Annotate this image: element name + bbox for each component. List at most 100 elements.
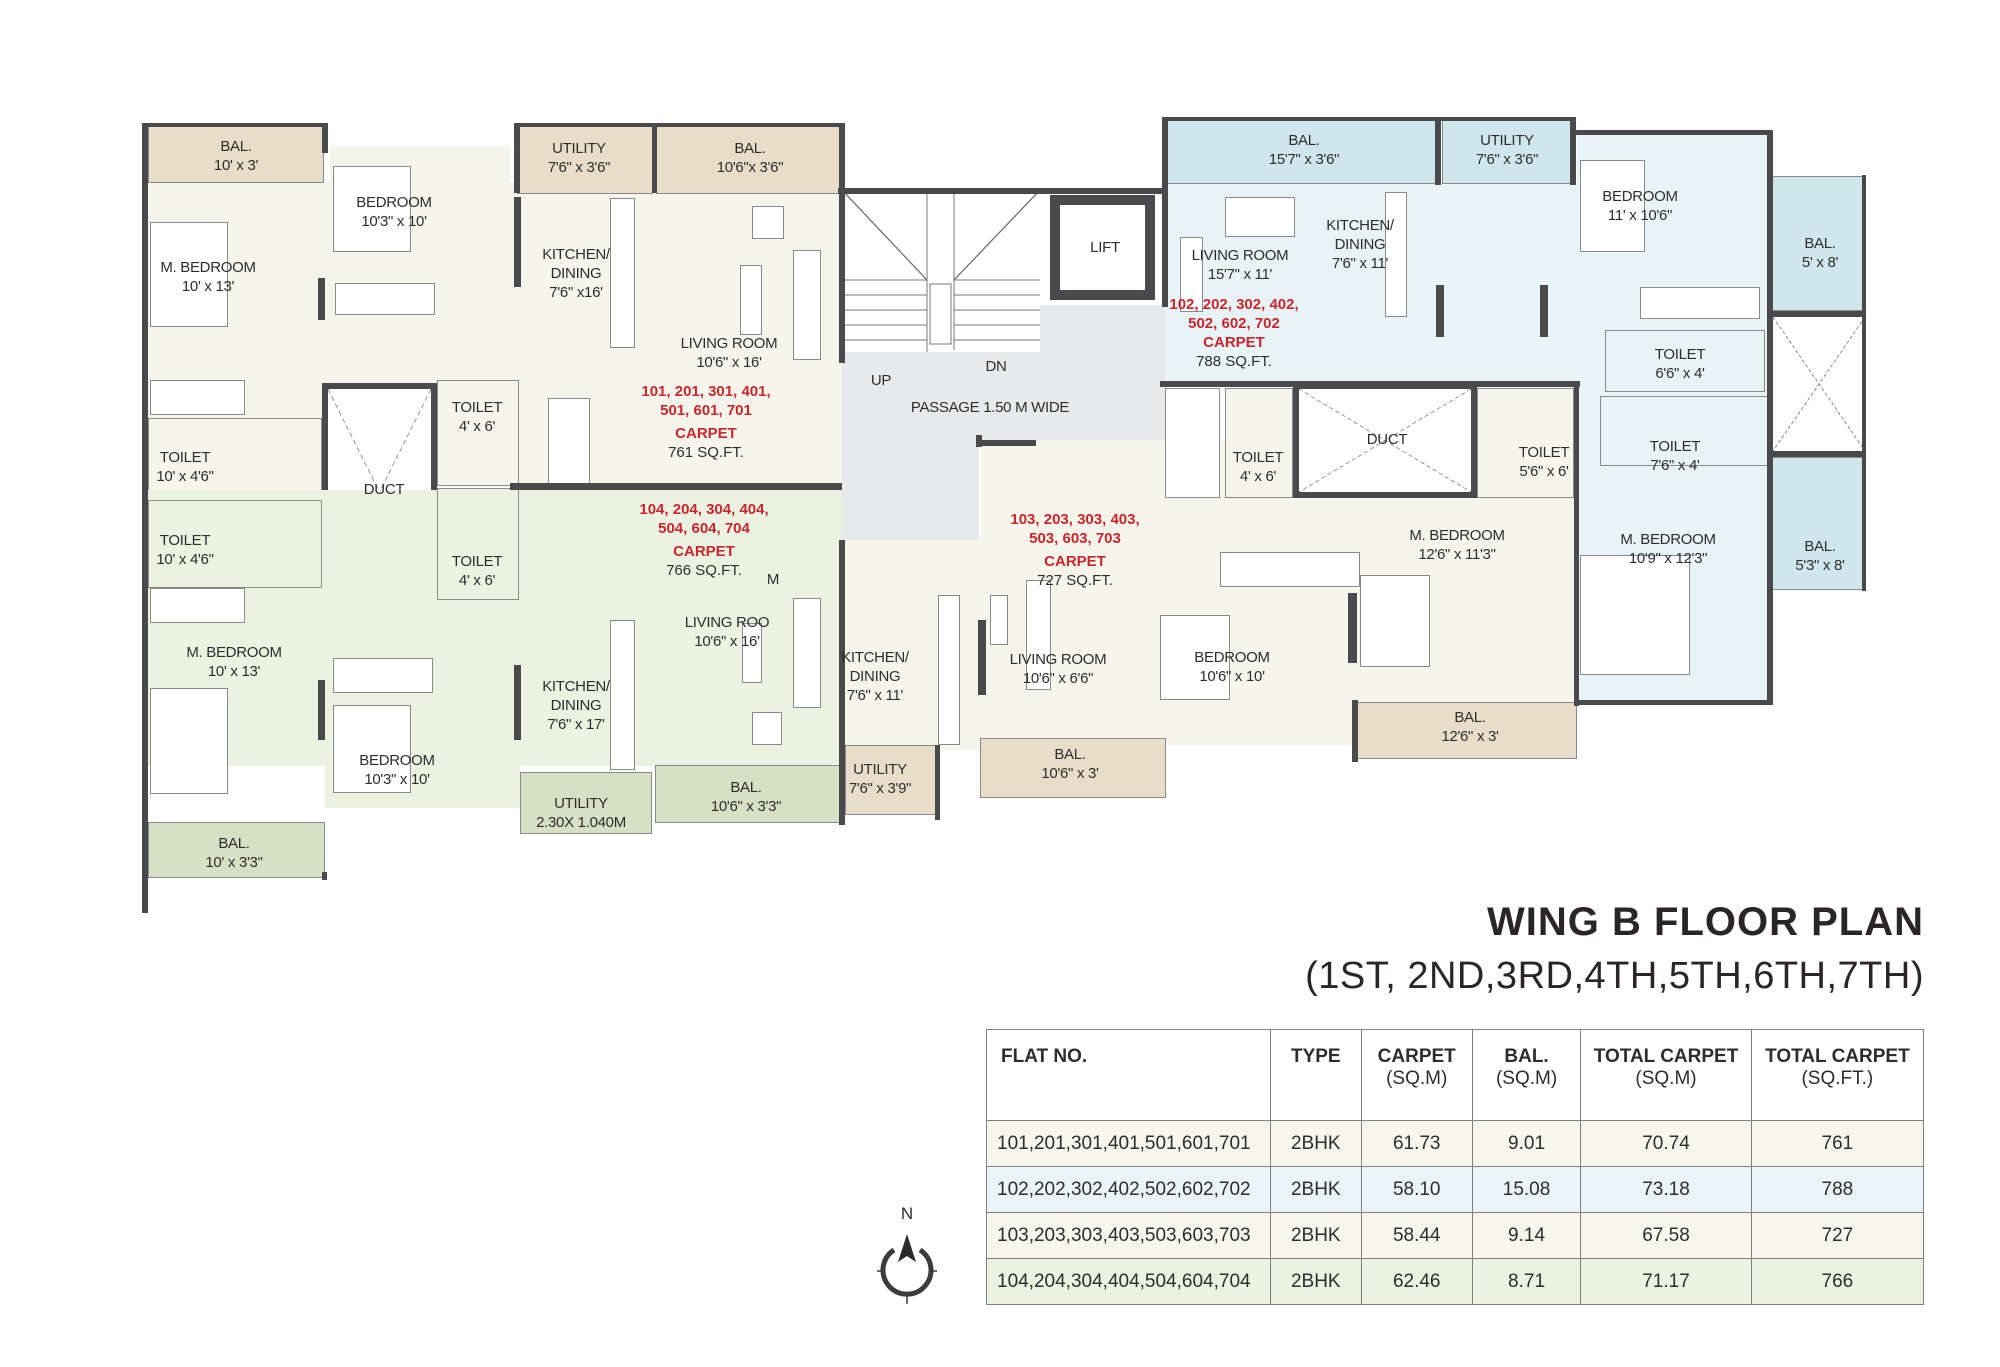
wall — [839, 188, 845, 363]
wall — [142, 123, 148, 913]
coffee-table — [740, 265, 762, 335]
kitchen-counter — [1385, 192, 1407, 317]
bed — [1160, 615, 1230, 700]
room-label: BAL.15'7" x 3'6" — [1268, 132, 1340, 168]
bed — [150, 688, 228, 794]
stray-mark: M — [766, 571, 780, 588]
wall — [1574, 381, 1579, 706]
flat-101-toilet-2 — [437, 380, 519, 486]
wardrobe — [150, 380, 245, 415]
wall — [1577, 700, 1772, 705]
sofa — [793, 250, 821, 360]
bed — [1580, 160, 1645, 252]
wall — [839, 540, 845, 825]
flat-103-utility — [845, 745, 937, 815]
plan-title: WING B FLOOR PLAN — [1487, 900, 1924, 944]
duct-label: DUCT — [1366, 431, 1408, 448]
col-total-carpet-sqft: TOTAL CARPET(SQ.FT.) — [1750, 1029, 1925, 1121]
flat-101-toilet-1 — [148, 418, 322, 498]
wall — [514, 665, 521, 740]
flat-101-balcony-2 — [656, 126, 842, 194]
flat-101-utility — [517, 126, 653, 194]
flat-101-balcony-1 — [148, 126, 324, 183]
wall — [839, 123, 845, 195]
passage-label: PASSAGE 1.50 M WIDE — [910, 399, 1070, 416]
lift-shaft — [1050, 195, 1155, 300]
passage — [842, 352, 1167, 447]
north-arrow-icon — [877, 1234, 937, 1304]
col-total-carpet-sqm: TOTAL CARPET(SQ.M) — [1580, 1029, 1752, 1121]
wall — [142, 123, 322, 127]
flat-102-toilet-1 — [1605, 330, 1765, 392]
flat-104-toilet-1 — [148, 500, 322, 588]
wall — [976, 440, 1036, 446]
wall — [318, 680, 325, 740]
flat-104-balcony-2 — [148, 822, 325, 878]
table-row: 103,203,303,403,503,603,703 2BHK 58.44 9… — [986, 1212, 1925, 1259]
bed — [150, 222, 228, 327]
wall — [935, 745, 940, 820]
wall — [1572, 130, 1772, 135]
bed — [333, 705, 411, 793]
wardrobe — [1640, 287, 1760, 319]
flat-104-toilet-2 — [437, 488, 519, 600]
room-label: BAL.10'6" x 3'3" — [710, 779, 782, 815]
wardrobe — [1220, 552, 1360, 587]
room-label: BAL.10' x 3'3" — [205, 835, 263, 871]
coffee-table — [990, 595, 1008, 645]
flat-104-utility — [520, 772, 652, 834]
table-row: 104,204,304,404,504,604,704 2BHK 62.46 8… — [986, 1258, 1925, 1305]
wardrobe — [333, 658, 433, 693]
wall — [1162, 117, 1572, 121]
table-row: 102,202,302,402,502,602,702 2BHK 58.10 1… — [986, 1166, 1925, 1213]
bed — [1360, 575, 1430, 667]
wall — [1570, 117, 1576, 185]
room-label: BAL.10'6" x 3' — [1041, 746, 1099, 782]
sofa — [1225, 197, 1295, 237]
wall — [514, 197, 521, 287]
wall — [517, 123, 842, 127]
room-label: BAL.5' x 8' — [1801, 235, 1839, 271]
wall — [978, 620, 986, 695]
flat-103-balcony-2 — [980, 738, 1166, 798]
col-type: TYPE — [1269, 1029, 1362, 1121]
kitchen-counter — [938, 595, 960, 745]
room-label: BAL.10'6"x 3'6" — [716, 140, 784, 176]
wall — [1767, 130, 1773, 705]
flat-103-balcony-1 — [1355, 702, 1577, 759]
kitchen-counter — [610, 620, 635, 770]
duct-label: DUCT — [363, 481, 405, 498]
wall — [322, 123, 328, 153]
sofa — [1180, 237, 1203, 312]
wall — [514, 123, 520, 193]
col-bal: BAL.(SQ.M) — [1471, 1029, 1582, 1121]
wall — [1352, 700, 1358, 762]
col-flat-no: FLAT NO. — [986, 1029, 1271, 1121]
